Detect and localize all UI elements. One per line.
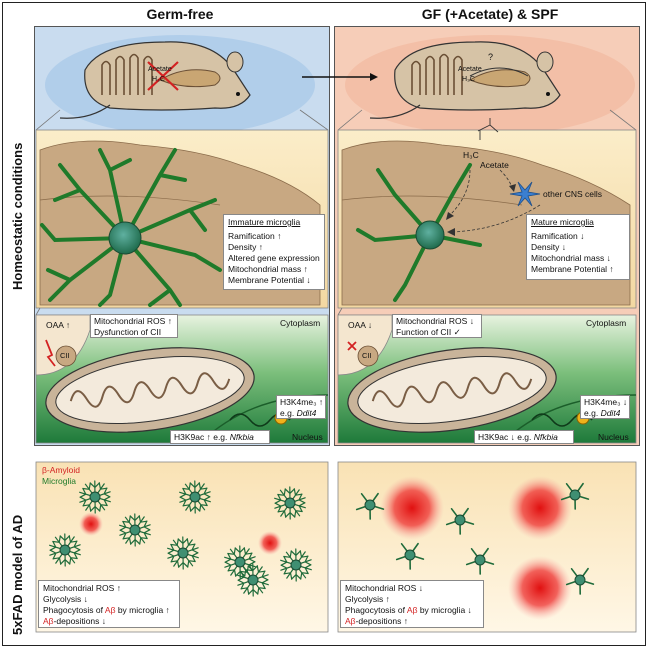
right-h3k9-box: H3K9ac ↓ e.g. Nfkbia [474, 430, 574, 444]
right-ad-line3-ab: Aβ [406, 605, 418, 615]
right-brain-acetate-label: Acetate [480, 160, 509, 170]
left-mouse [59, 41, 251, 119]
right-h3k9-text: H3K9ac ↓ e.g. [478, 432, 532, 442]
left-mouse-formula: H₃C [152, 76, 165, 83]
right-mouse-acetate: Acetate [458, 66, 482, 73]
right-ad-microglia-cell [395, 542, 425, 570]
left-microglia-title: Immature microglia [228, 217, 301, 227]
left-ros-box: Mitochondrial ROS ↑ Dysfunction of CII [90, 314, 178, 338]
right-mouse-question: ? [488, 52, 494, 62]
left-ad-box: Mitochondrial ROS ↑ Glycolysis ↓ Phagocy… [38, 580, 180, 628]
left-ad-microglia-cell [49, 533, 81, 567]
left-column-title: Germ-free [146, 6, 214, 22]
right-microglia-line: Membrane Potential ↑ [531, 264, 614, 274]
right-cii-function: Function of CII ✓ [396, 327, 461, 337]
right-ad-box: Mitochondrial ROS ↓ Glycolysis ↑ Phagocy… [340, 580, 484, 628]
left-ad-microglia-cell [179, 480, 211, 514]
right-ad-line3-pre: Phagocytosis of [345, 605, 407, 615]
other-cns-cell-icon [509, 181, 541, 207]
left-microglia-line: Density ↑ [228, 242, 263, 252]
left-mouse-acetate: Acetate [148, 66, 172, 73]
right-amyloid-plaque [508, 556, 572, 620]
right-ad-line4-ab: Aβ [345, 616, 356, 626]
left-ad-line: Mitochondrial ROS ↑ [43, 583, 121, 593]
left-ad-line3-pre: Phagocytosis of [43, 605, 105, 615]
left-cii-label: CII [60, 351, 70, 360]
left-ros-text: Mitochondrial ROS ↑ [94, 316, 172, 326]
right-microglia-line: Ramification ↓ [531, 231, 585, 241]
right-ad-line4-post: -depositions ↑ [355, 616, 409, 626]
left-microglia-box: Immature microglia Ramification ↑ Densit… [223, 214, 325, 290]
left-nucleus-label: Nucleus [292, 432, 323, 442]
left-h3k9-box: H3K9ac ↑ e.g. Nfkbia [170, 430, 270, 444]
left-microglia-line: Mitochondrial mass ↑ [228, 264, 308, 274]
right-cii-label: CII [362, 351, 372, 360]
left-h3k9-text: H3K9ac ↑ e.g. [174, 432, 228, 442]
right-ad-microglia-cell [560, 482, 590, 510]
left-ad-microglia-cell [237, 563, 269, 597]
right-oaa-label: OAA ↓ [348, 320, 373, 330]
right-h3k4-box: H3K4me₃ ↓ e.g. Ddit4 [580, 395, 630, 419]
left-h3k4-gene: Ddit4 [296, 408, 317, 418]
left-ad-line4-ab: Aβ [43, 616, 54, 626]
left-amyloid-plaque [79, 512, 103, 536]
right-ad-line: Mitochondrial ROS ↓ [345, 583, 423, 593]
right-ros-box: Mitochondrial ROS ↓ Function of CII ✓ [392, 314, 482, 338]
left-microglia-line: Membrane Potential ↓ [228, 275, 311, 285]
right-ad-line3-post: by microglia ↓ [417, 605, 472, 615]
left-ad-line3-post: by microglia ↑ [115, 605, 170, 615]
left-microglia-cell [40, 148, 222, 307]
left-ad-microglia-cell [224, 545, 256, 579]
right-amyloid-plaque [380, 476, 444, 540]
right-mouse-formula: H₃C [462, 76, 475, 83]
right-ad-line: Glycolysis ↑ [345, 594, 390, 604]
right-microglia-title: Mature microglia [531, 217, 594, 227]
right-h3k4-gene: Ddit4 [600, 408, 621, 418]
right-column-title: GF (+Acetate) & SPF [421, 6, 559, 22]
right-ad-microglia-cell [565, 567, 595, 595]
left-ad-microglia-cell [280, 548, 312, 582]
left-mitochondrion [45, 347, 255, 433]
left-ad-microglia-cell [119, 513, 151, 547]
left-cii-function: Dysfunction of CII [94, 327, 162, 337]
right-h3k4-text: H3K4me₃ ↓ [584, 397, 628, 407]
right-h3k4-prefix: e.g. [584, 408, 599, 418]
left-microglia-line: Altered gene expression [228, 253, 320, 263]
left-amyloid-plaque [258, 531, 282, 555]
right-ad-microglia-cell [465, 547, 495, 575]
right-h3k9-gene: Nfkbia [533, 432, 558, 442]
right-mouse [369, 41, 561, 119]
left-h3k9-gene: Nfkbia [229, 432, 254, 442]
right-microglia-box: Mature microglia Ramification ↓ Density … [526, 214, 630, 280]
left-ad-line: Glycolysis ↓ [43, 594, 88, 604]
right-nucleus-label: Nucleus [598, 432, 629, 442]
left-ad-line4-post: -depositions ↓ [53, 616, 107, 626]
left-oaa-label: OAA ↑ [46, 320, 71, 330]
right-ros-text: Mitochondrial ROS ↓ [396, 316, 474, 326]
right-ad-microglia-cell [445, 507, 475, 535]
right-cytoplasm-label: Cytoplasm [586, 318, 627, 328]
legend-amyloid: β-Amyloid [42, 465, 80, 475]
left-microglia-line: Ramification ↑ [228, 231, 282, 241]
right-amyloid-plaque [508, 476, 572, 540]
left-ad-microglia [49, 480, 312, 597]
left-h3k4-text: H3K4me₃ ↑ [280, 397, 324, 407]
other-cns-cells-label: other CNS cells [543, 189, 603, 199]
right-microglia-line: Density ↓ [531, 242, 566, 252]
right-microglia-line: Mitochondrial mass ↓ [531, 253, 611, 263]
left-ad-microglia-cell [79, 480, 111, 514]
left-h3k4-box: H3K4me₃ ↑ e.g. Ddit4 [276, 395, 326, 419]
left-ad-line3-ab: Aβ [104, 605, 116, 615]
legend-microglia: Microglia [42, 476, 77, 486]
right-mitochondrion [347, 347, 557, 433]
right-brain-acetate-formula: H₃C [463, 150, 479, 160]
left-h3k4-prefix: e.g. [280, 408, 295, 418]
right-ad-microglia-cell [355, 492, 385, 520]
left-ad-microglia-cell [274, 486, 306, 520]
right-ad-microglia [355, 482, 595, 595]
left-cytoplasm-label: Cytoplasm [280, 318, 321, 328]
left-ad-microglia-cell [167, 536, 199, 570]
